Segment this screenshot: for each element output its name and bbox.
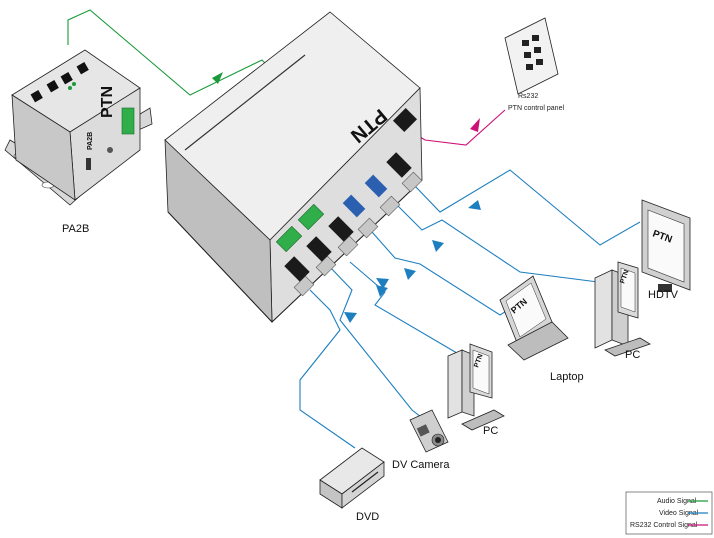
pa2b-label: PA2B (62, 223, 89, 235)
pc-center: PTN (447, 343, 505, 431)
rs232-label-line1: Rs232 (518, 93, 538, 100)
legend-audio-label: Audio Signal (657, 498, 697, 505)
hdtv-label: HDTV (648, 289, 679, 301)
rs232-control-panel (504, 17, 559, 95)
legend-video-label: Video Signal (659, 510, 699, 517)
dv-camera-label: DV Camera (392, 459, 450, 471)
dvd-player (319, 447, 385, 509)
legend: Audio Signal Video Signal RS232 Control … (625, 491, 713, 535)
dv-camera (409, 409, 449, 453)
pc-right-brand: PTN (619, 269, 630, 285)
rs232-label-line2: PTN control panel (508, 105, 564, 112)
pc-right-label: PC (625, 349, 640, 361)
pc-center-brand: PTN (473, 353, 484, 369)
pc-right: PTN (594, 261, 651, 357)
pa2b-front-model: PA2B (87, 132, 94, 150)
pa2b-brand: PTN (99, 86, 116, 118)
rs232-signal-wire (411, 109, 506, 146)
legend-rs232-label: RS232 Control Signal (630, 522, 698, 529)
hdtv-monitor: PTN (641, 199, 691, 292)
dvd-label: DVD (356, 511, 379, 523)
laptop: PTN (499, 275, 569, 361)
ptn-matrix-switcher: PTN (164, 11, 423, 324)
laptop-label: Laptop (550, 371, 584, 383)
pc-center-label: PC (483, 425, 498, 437)
pa2b-device: PTN PA2B (4, 49, 153, 206)
